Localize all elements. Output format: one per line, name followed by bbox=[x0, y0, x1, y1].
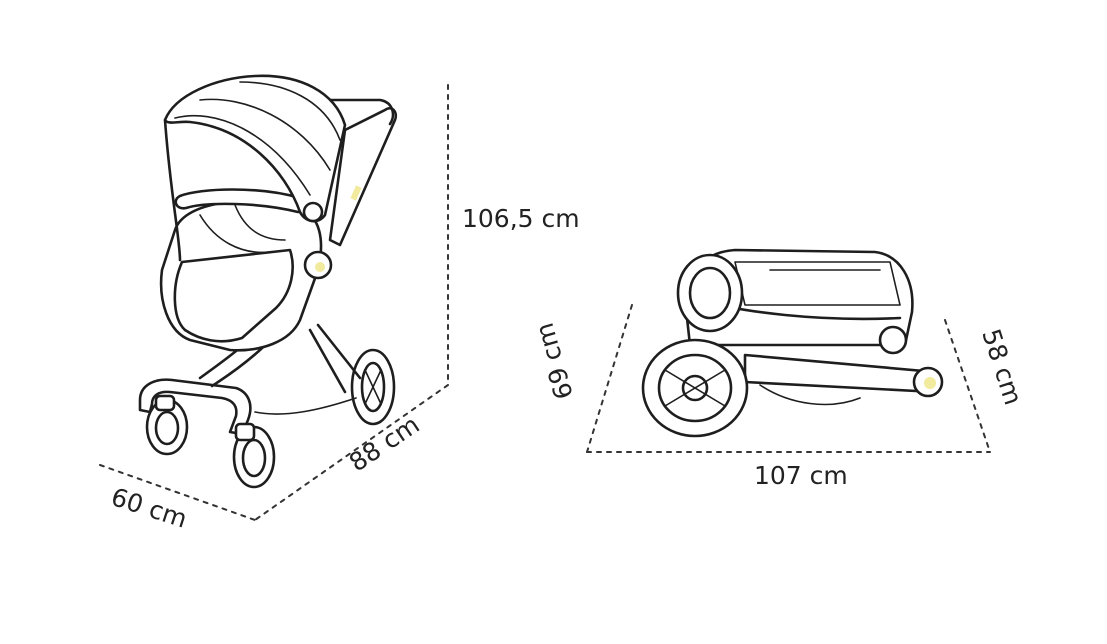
width-unfolded-line bbox=[99, 464, 256, 521]
height-unfolded-label: 106,5 cm bbox=[462, 204, 580, 233]
handlebar bbox=[318, 98, 395, 126]
folded-stroller-illustration bbox=[641, 248, 944, 438]
folded-hub bbox=[878, 325, 908, 355]
rear-strut bbox=[308, 323, 362, 394]
rear-wheel bbox=[350, 348, 396, 426]
width-folded-line bbox=[944, 319, 991, 453]
length-unfolded-line bbox=[254, 384, 449, 521]
folded-rear-wheel bbox=[676, 253, 744, 333]
height-folded-line bbox=[586, 304, 633, 453]
yellow-accent bbox=[350, 185, 362, 201]
base-frame bbox=[138, 378, 252, 436]
basket-wire bbox=[254, 397, 357, 415]
folded-front-wheel bbox=[641, 338, 749, 438]
folded-frame-bar bbox=[743, 353, 937, 394]
footrest bbox=[173, 248, 294, 343]
length-folded-label: 107 cm bbox=[754, 461, 848, 490]
handlebar-stem bbox=[328, 107, 398, 247]
front-left-wheel bbox=[145, 394, 189, 456]
unfolded-stroller-illustration bbox=[138, 74, 398, 489]
front-right-wheel bbox=[232, 422, 276, 489]
bumper-bar bbox=[174, 188, 308, 214]
